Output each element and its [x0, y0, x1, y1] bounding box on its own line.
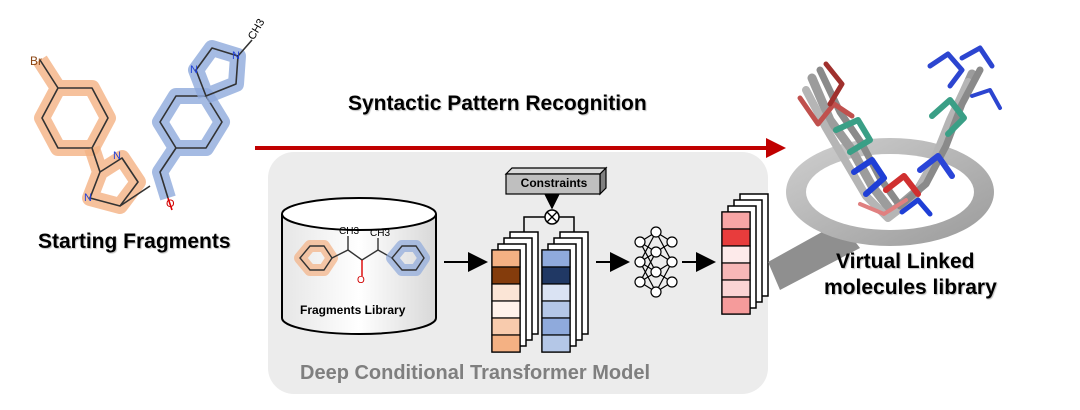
fragment-b-structure [152, 39, 253, 211]
bromine-atom-label: Br [30, 54, 42, 68]
constraints-box [504, 166, 608, 196]
fragment-embedding-stack-b [541, 231, 589, 353]
fragment-a-structure [33, 55, 151, 214]
main-arrow [255, 138, 786, 158]
output-label-line1: Virtual Linked [836, 250, 975, 273]
model-label: Deep Conditional Transformer Model [300, 362, 651, 384]
nitrogen-atom-label-a2: N [84, 192, 92, 204]
methyl-label-library-1: CH3 [339, 226, 360, 237]
input-label: Starting Fragments [38, 230, 231, 253]
fragments-library-cylinder [281, 197, 437, 335]
oxygen-atom-label: O [166, 198, 175, 210]
methyl-label-library-2: CH3 [370, 228, 391, 239]
title: Syntactic Pattern Recognition [348, 92, 647, 115]
nitrogen-atom-label-b1: N [190, 64, 198, 76]
nitrogen-atom-label-a1: N [113, 150, 121, 162]
constraints-label: Constraints [520, 176, 588, 190]
output-label-line2: molecules library [824, 276, 997, 299]
molecule-ensemble-image [797, 45, 1002, 222]
nitrogen-atom-label-b2: N [232, 50, 240, 62]
output-embedding-stack [721, 193, 769, 315]
constraints-connector [523, 194, 575, 232]
oxygen-atom-label-library: O [357, 275, 365, 286]
library-label: Fragments Library [300, 303, 406, 317]
fragment-embedding-stack-a [491, 231, 539, 353]
neural-network-icon [634, 226, 678, 298]
